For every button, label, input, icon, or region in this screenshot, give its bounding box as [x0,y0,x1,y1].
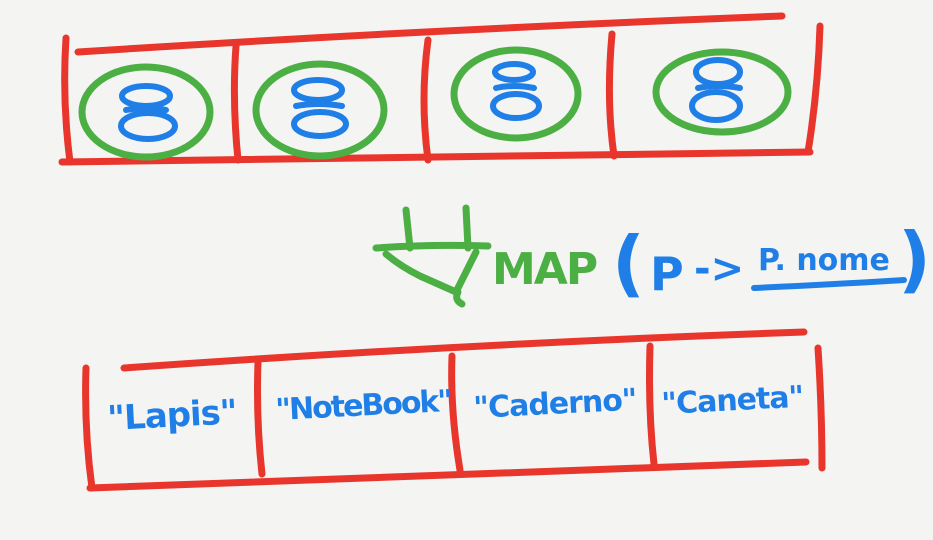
object-ring-icon [652,48,792,136]
output-array-divider-1 [254,358,266,478]
output-array-top-edge [120,328,808,372]
map-label: MAP [492,244,597,295]
input-array-cell [450,46,582,142]
object-glyph-icon [689,57,743,123]
input-array-divider-1 [230,42,242,164]
input-array-bottom-edge [58,148,814,166]
output-array-left-edge [82,364,96,492]
input-array-right-edge [804,22,824,156]
output-array: "Lapis" "NoteBook" "Caderno" "Caneta" [82,328,826,492]
lambda-body-underline [751,277,907,291]
output-array-cell-label: "Caneta" [661,380,804,422]
output-array-cell-label: "NoteBook" [275,384,452,428]
lambda-param: P [650,247,684,301]
object-glyph-icon [118,83,178,142]
object-glyph-icon [490,61,542,121]
input-array-cell [252,60,388,160]
map-operation: MAP ( P -> P. nome ) [372,204,931,308]
lambda-body: P. nome [758,243,890,278]
input-array-divider-3 [605,30,618,160]
funnel-icon [372,204,492,308]
object-ring-icon [78,63,214,161]
open-paren: ( [612,221,645,305]
output-array-right-edge [814,344,826,472]
output-array-cell-label: "Caderno" [473,383,638,426]
object-glyph-icon [291,77,349,139]
output-array-bottom-edge [86,458,810,492]
object-ring-icon [252,60,388,160]
output-array-divider-3 [646,342,658,468]
input-array [58,12,824,166]
input-array-cell [652,48,792,136]
output-array-divider-2 [448,352,464,474]
input-array-left-edge [61,34,74,166]
close-paren: ) [898,217,931,301]
input-array-divider-2 [420,36,432,164]
output-array-cell-label: "Lapis" [106,392,237,439]
object-ring-icon [450,46,582,142]
input-array-cell [78,63,214,161]
input-array-top-edge [74,12,786,56]
lambda-arrow: -> [694,246,744,292]
